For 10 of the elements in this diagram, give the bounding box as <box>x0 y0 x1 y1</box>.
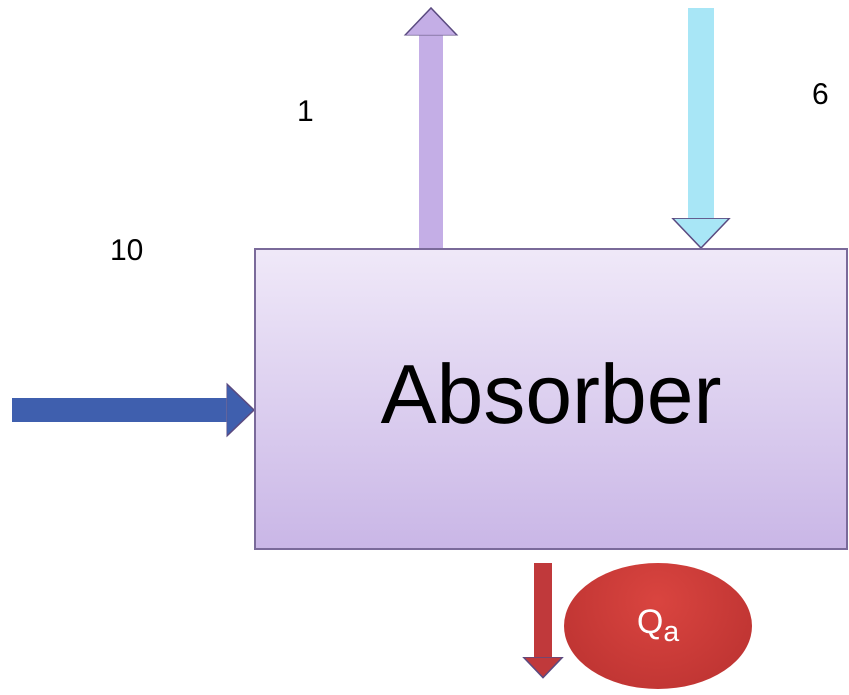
unit-label: Absorber <box>380 346 722 442</box>
flow-arrow <box>672 8 730 249</box>
flow-arrow <box>404 7 458 248</box>
stream-number: 6 <box>812 78 829 112</box>
stream-number: 1 <box>297 95 314 129</box>
flow-arrow <box>12 382 255 438</box>
stream-number: 10 <box>110 234 144 268</box>
flow-arrow <box>522 563 564 678</box>
heat-label: Q$_{a}$ <box>636 603 680 649</box>
process-box <box>254 248 848 550</box>
